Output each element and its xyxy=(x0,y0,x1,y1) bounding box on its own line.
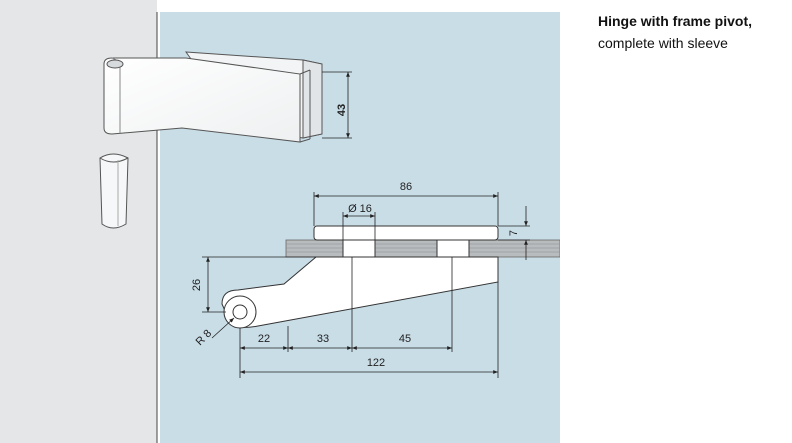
dim-label-33: 33 xyxy=(317,333,329,345)
dim-label-26: 26 xyxy=(191,279,203,291)
dimension-7 xyxy=(498,206,530,260)
dim-label-7: 7 xyxy=(508,230,520,236)
hinge-technical-drawing: 43 86 Ø 16 7 xyxy=(0,0,560,443)
dim-label-45: 45 xyxy=(399,333,411,345)
dim-label-86: 86 xyxy=(400,181,412,193)
dim-label-22: 22 xyxy=(258,333,270,345)
product-subtitle: complete with sleeve xyxy=(598,35,728,51)
hinge-section-view xyxy=(221,225,499,329)
dim-label-diameter-16: Ø 16 xyxy=(348,203,372,215)
product-title: Hinge with frame pivot, xyxy=(598,13,753,29)
dimension-43 xyxy=(322,71,352,139)
product-caption: Hinge with frame pivot, complete with sl… xyxy=(598,10,788,54)
dimension-diameter-16 xyxy=(342,212,376,240)
dimension-86 xyxy=(313,192,499,226)
hinge-3d-view xyxy=(99,51,323,229)
dim-label-43: 43 xyxy=(336,104,348,116)
dimension-chain xyxy=(239,257,499,378)
dimension-radius-8 xyxy=(211,317,235,339)
glass-layers xyxy=(285,239,560,258)
dim-label-122: 122 xyxy=(367,357,385,369)
dimension-26 xyxy=(202,256,316,313)
